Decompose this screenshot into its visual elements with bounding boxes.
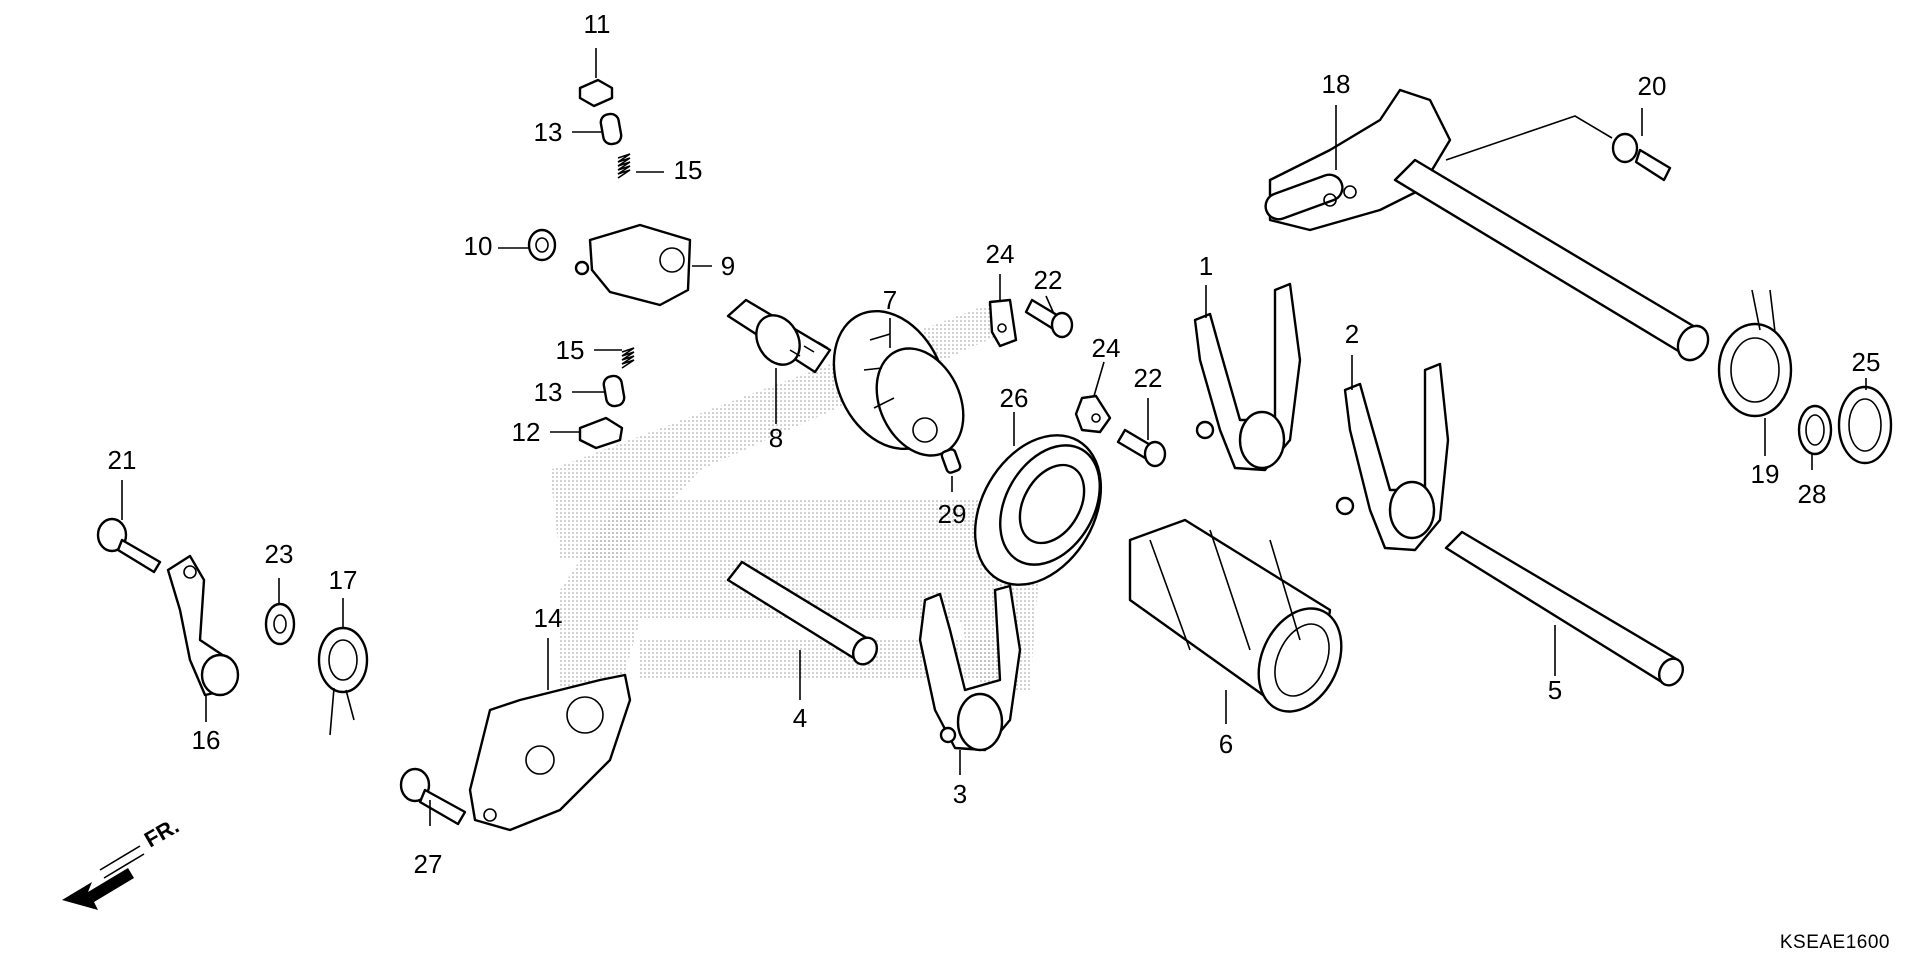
callout-23: 23 (265, 539, 294, 569)
diagram-code: KSEAE1600 (1779, 932, 1890, 953)
callout-labels: 11 13 15 10 9 15 13 12 8 7 24 22 24 22 2… (108, 9, 1881, 879)
callout-13-upper: 13 (534, 117, 563, 147)
part-6-shift-drum (1128, 518, 1343, 713)
front-label: FR. (140, 813, 183, 852)
callout-10: 10 (464, 231, 493, 261)
callout-2: 2 (1345, 319, 1359, 349)
part-19-return-spring (1717, 289, 1793, 418)
callout-26: 26 (1000, 383, 1029, 413)
front-direction-arrow: FR. (62, 813, 183, 910)
callout-24-upper: 24 (986, 239, 1015, 269)
part-23-washer (264, 602, 296, 646)
part-22-bolt-lower (1116, 428, 1167, 468)
part-15-spring-upper (617, 153, 631, 179)
callout-5: 5 (1548, 675, 1562, 705)
part-17-spring (317, 626, 369, 736)
callout-22-upper: 22 (1034, 265, 1063, 295)
callout-12: 12 (512, 417, 541, 447)
callout-6: 6 (1219, 729, 1233, 759)
part-25-washer (1837, 385, 1893, 465)
part-8-drum-bolt (726, 298, 832, 374)
callout-18: 18 (1322, 69, 1351, 99)
part-13-pin-upper (599, 112, 623, 146)
part-12-detent-block (578, 416, 624, 450)
part-22-bolt-upper (1024, 298, 1074, 339)
callout-13-lower: 13 (534, 377, 563, 407)
callout-24-lower: 24 (1092, 333, 1121, 363)
part-16-shift-arm (166, 554, 240, 697)
callout-1: 1 (1199, 251, 1213, 281)
callout-19: 19 (1751, 459, 1780, 489)
part-7-shift-drum-center (832, 309, 965, 457)
part-26-bearing (973, 434, 1103, 586)
part-2-shift-fork (1335, 362, 1450, 552)
callout-11: 11 (584, 9, 611, 39)
part-15-spring-lower (621, 347, 635, 369)
callout-25: 25 (1852, 347, 1881, 377)
callout-15-upper: 15 (674, 155, 703, 185)
callout-16: 16 (192, 725, 221, 755)
callout-29: 29 (938, 499, 967, 529)
part-10-collar (527, 228, 557, 262)
part-14-stopper-plate (468, 673, 632, 832)
part-3-shift-fork (918, 584, 1022, 752)
part-24-plate-upper (988, 298, 1018, 348)
part-9-stopper-arm (574, 223, 692, 307)
callout-27: 27 (414, 849, 443, 879)
callout-15-lower: 15 (556, 335, 585, 365)
part-4-fork-shaft (726, 560, 879, 666)
part-1-shift-fork (1193, 282, 1302, 472)
part-13-pin-lower (602, 374, 626, 408)
part-5-fork-shaft (1444, 530, 1685, 687)
part-21-bolt (96, 517, 162, 574)
callout-21: 21 (108, 445, 137, 475)
callout-28: 28 (1798, 479, 1827, 509)
part-28-circlip (1797, 404, 1833, 456)
part-29-dowel-pin (940, 448, 962, 474)
callout-9: 9 (721, 251, 735, 281)
callout-14: 14 (534, 603, 563, 633)
callout-7: 7 (883, 285, 897, 315)
part-11-detent-block (578, 78, 614, 108)
part-20-bolt (1611, 132, 1672, 182)
callout-3: 3 (953, 779, 967, 809)
part-18-gearshift-spindle (1264, 88, 1710, 362)
part-27-bolt (399, 767, 467, 826)
callout-22-lower: 22 (1134, 363, 1163, 393)
callout-20: 20 (1638, 71, 1667, 101)
callout-17: 17 (329, 565, 358, 595)
part-24-plate-lower (1074, 394, 1112, 434)
callout-8: 8 (769, 423, 783, 453)
callout-4: 4 (793, 703, 807, 733)
leader-lines (121, 48, 1867, 826)
